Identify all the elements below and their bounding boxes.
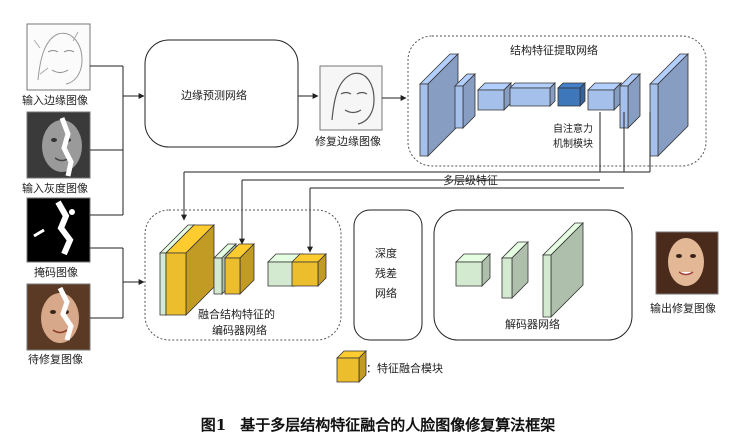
residual-label-line1: 深度 (375, 247, 397, 260)
structure-net-title: 结构特征提取网络 (510, 44, 598, 57)
input-edge-thumbnail (26, 23, 91, 91)
decoder-block-2 (619, 73, 641, 129)
encoder-block-2 (454, 73, 476, 129)
bottleneck-block (509, 82, 556, 107)
decoder-label: 解码器网络 (505, 318, 560, 331)
enc-block-1-fusion (165, 224, 215, 316)
encoder-block-1 (419, 53, 459, 157)
figure-caption: 图1 基于多层结构特征融合的人脸图像修复算法框架 (0, 414, 756, 435)
mask-thumbnail (26, 197, 91, 263)
repaired-edge-thumbnail (319, 65, 383, 131)
dec-block-2 (501, 241, 529, 299)
input-gray-label: 输入灰度图像 (22, 182, 88, 195)
caption-number: 图1 (200, 416, 227, 434)
decoder-block-3 (649, 53, 689, 157)
attention-label-line2: 机制模块 (553, 139, 593, 150)
encoder-cubes (159, 224, 327, 316)
structure-net-cubes (419, 53, 689, 157)
dec-block-3 (542, 222, 584, 318)
multi-level-feature-lines (181, 112, 651, 253)
enc-block-3-fusion (291, 253, 327, 287)
legend-cube-shape (336, 350, 367, 383)
input-edge-label: 输入边缘图像 (22, 94, 88, 107)
multi-level-feature-label: 多层级特征 (443, 174, 498, 187)
repaired-edge-label: 修复边缘图像 (315, 135, 381, 148)
structure-net-box (407, 35, 707, 167)
encoder-block-3 (477, 82, 512, 111)
decoder-block-1 (587, 82, 622, 111)
to-repair-thumbnail (26, 283, 91, 351)
input-connectors (90, 65, 145, 319)
mask-label: 掩码图像 (34, 266, 78, 279)
to-repair-label: 待修复图像 (28, 353, 83, 366)
residual-box (353, 209, 423, 341)
dec-block-1 (455, 253, 491, 287)
residual-label-line3: 网络 (375, 287, 397, 300)
fusion-module-legend-cube (336, 350, 367, 383)
encoder-label-line1: 融合结构特征的 (198, 308, 275, 321)
enc-block-2-fusion (224, 243, 255, 295)
input-gray-thumbnail (26, 111, 91, 179)
residual-label-line2: 残差 (375, 267, 397, 280)
output-thumbnail (655, 231, 719, 295)
edge-prediction-box (144, 39, 299, 148)
output-label: 输出修复图像 (650, 302, 716, 315)
encoder-label-line2: 编码器网络 (212, 324, 267, 337)
attention-label-line1: 自注意力 (553, 124, 593, 135)
caption-text: 基于多层结构特征融合的人脸图像修复算法框架 (240, 416, 556, 434)
decoder-cubes (455, 222, 584, 318)
attention-module (557, 82, 586, 107)
legend-label: ：特征融合模块 (366, 362, 443, 375)
encoder-box (144, 209, 342, 341)
edge-net-label: 边缘预测网络 (181, 89, 247, 102)
